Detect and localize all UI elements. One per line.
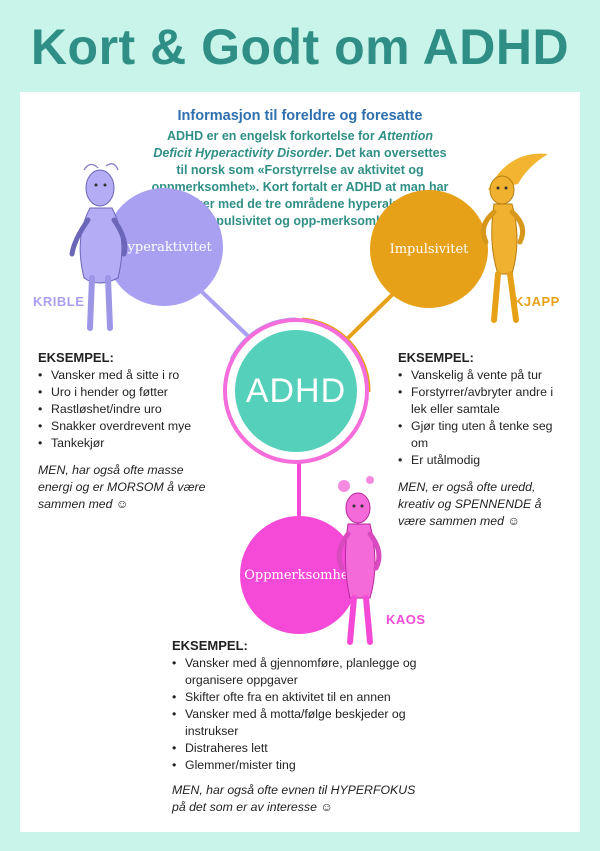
- opp-example-list: Vansker med å gjennomføre, planlegge og …: [172, 655, 432, 774]
- kjapp-label: KJAPP: [514, 294, 560, 309]
- kaos-figure-icon: [336, 476, 382, 645]
- attention-circle: Oppmerksomhet: [240, 516, 358, 634]
- smiley-icon: ☺: [115, 497, 129, 511]
- list-item: Glemmer/mister ting: [172, 757, 432, 774]
- list-item: Vansker med å motta/følge beskjeder og i…: [172, 706, 432, 740]
- list-item: Distraheres lett: [172, 740, 432, 757]
- list-item: Gjør ting uten å tenke seg om: [398, 418, 563, 452]
- page-title: Kort & Godt om ADHD: [30, 19, 570, 75]
- hyper-example-heading: EKSEMPEL:: [38, 350, 114, 365]
- hyper-connector: [198, 288, 252, 340]
- imp-connector: [346, 290, 397, 340]
- intro-heading: Informasjon til foreldre og foresatte: [177, 108, 423, 124]
- opp-note: MEN, har også ofte evnen til HYPERFOKUS …: [172, 783, 416, 814]
- imp-example-list: Vanskelig å vente på tur Forstyrrer/avbr…: [398, 367, 563, 469]
- kaos-label: KAOS: [386, 612, 426, 627]
- opp-example-block: EKSEMPEL: Vansker med å gjennomføre, pla…: [172, 638, 432, 816]
- list-item: Forstyrrer/avbryter andre i lek eller sa…: [398, 384, 563, 418]
- list-item: Vansker med å gjennomføre, planlegge og …: [172, 655, 432, 689]
- krible-figure-icon: [69, 163, 128, 331]
- intro-text: ADHD er en engelsk forkortelse for Atten…: [151, 129, 449, 228]
- list-item: Vansker med å sitte i ro: [38, 367, 218, 384]
- list-item: Rastløshet/indre uro: [38, 401, 218, 418]
- smiley-icon: ☺: [507, 514, 520, 528]
- list-item: Uro i hender og føtter: [38, 384, 218, 401]
- adhd-center: ADHD: [235, 330, 357, 452]
- list-item: Snakker overdrevent mye: [38, 418, 218, 435]
- imp-note: MEN, er også ofte uredd, kreativ og SPEN…: [398, 480, 542, 528]
- intro-italic: Attention Deficit Hyperactivity Disorder: [153, 129, 434, 160]
- hyper-example-block: EKSEMPEL: Vansker med å sitte i ro Uro i…: [38, 350, 218, 513]
- imp-example-heading: EKSEMPEL:: [398, 350, 474, 365]
- list-item: Skifter ofte fra en aktivitet til en ann…: [172, 689, 432, 706]
- impulsivity-circle: Impulsivitet: [370, 190, 488, 308]
- hyper-note: MEN, har også ofte masse energi og er MO…: [38, 463, 206, 511]
- smiley-icon: ☺: [320, 800, 333, 814]
- krible-label: KRIBLE: [33, 294, 85, 309]
- list-item: Er utålmodig: [398, 452, 563, 469]
- opp-example-heading: EKSEMPEL:: [172, 638, 248, 653]
- list-item: Tankekjør: [38, 435, 218, 452]
- imp-example-block: EKSEMPEL: Vanskelig å vente på tur Forst…: [398, 350, 563, 530]
- hyper-example-list: Vansker med å sitte i ro Uro i hender og…: [38, 367, 218, 452]
- list-item: Vanskelig å vente på tur: [398, 367, 563, 384]
- kjapp-figure-icon: [480, 153, 548, 323]
